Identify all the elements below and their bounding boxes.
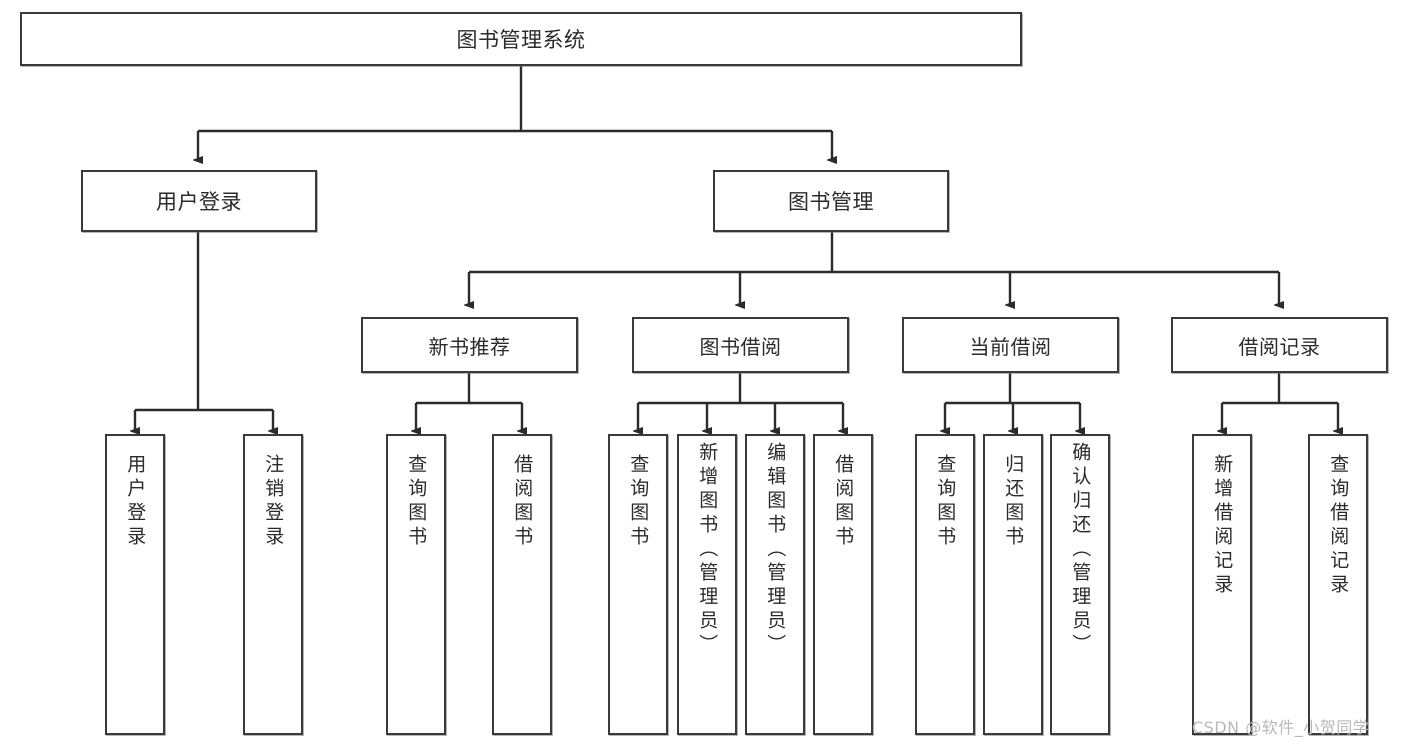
node-label: 新书推荐 [428, 334, 511, 359]
node-label: 查询图书 [627, 454, 650, 550]
leaf-current-return-book[interactable]: 归还图书 [983, 434, 1043, 735]
node-book-management[interactable]: 图书管理 [713, 170, 949, 232]
leaf-record-add-record[interactable]: 新增借阅记录 [1192, 434, 1252, 735]
leaf-current-query-book[interactable]: 查询图书 [915, 434, 975, 735]
node-label: 查询图书 [934, 454, 957, 550]
leaf-borrow-edit-book-admin[interactable]: 编辑图书（管理员） [745, 434, 805, 735]
node-label: 图书借阅 [699, 334, 782, 359]
leaf-borrow-add-book-admin[interactable]: 新增图书（管理员） [677, 434, 737, 735]
node-label: 图书管理 [788, 190, 874, 214]
node-label: 编辑图书（管理员） [764, 442, 787, 658]
leaf-borrow-query-book[interactable]: 查询图书 [608, 434, 668, 735]
csdn-watermark: CSDN @软件_小贺同学 [1192, 718, 1370, 737]
node-label: 用户登录 [124, 454, 147, 550]
node-label: 确认归还（管理员） [1069, 442, 1092, 658]
leaf-borrow-borrow-book[interactable]: 借阅图书 [813, 434, 873, 735]
node-label: 当前借阅 [969, 334, 1052, 359]
node-label: 查询图书 [405, 454, 428, 550]
node-label: 用户登录 [156, 190, 242, 214]
node-label: 归还图书 [1002, 454, 1025, 550]
leaf-new-book-query[interactable]: 查询图书 [386, 434, 446, 735]
node-label: 借阅图书 [511, 454, 534, 550]
node-book-borrow[interactable]: 图书借阅 [632, 317, 849, 373]
node-label: 新增图书（管理员） [696, 442, 719, 658]
node-label: 图书管理系统 [456, 28, 586, 52]
node-root-system[interactable]: 图书管理系统 [20, 12, 1022, 66]
node-current-borrow[interactable]: 当前借阅 [902, 317, 1119, 373]
leaf-user-login-signout[interactable]: 注销登录 [243, 434, 303, 735]
leaf-new-book-borrow[interactable]: 借阅图书 [492, 434, 552, 735]
node-user-login[interactable]: 用户登录 [81, 170, 317, 232]
node-label: 借阅记录 [1238, 334, 1321, 359]
node-label: 查询借阅记录 [1327, 454, 1350, 598]
leaf-record-query-record[interactable]: 查询借阅记录 [1308, 434, 1368, 735]
node-label: 借阅图书 [832, 454, 855, 550]
node-borrow-record[interactable]: 借阅记录 [1171, 317, 1388, 373]
node-new-book-recommend[interactable]: 新书推荐 [361, 317, 578, 373]
node-label: 注销登录 [262, 454, 285, 550]
leaf-current-confirm-return-admin[interactable]: 确认归还（管理员） [1050, 434, 1110, 735]
leaf-user-login-signin[interactable]: 用户登录 [105, 434, 165, 735]
node-label: 新增借阅记录 [1211, 454, 1234, 598]
